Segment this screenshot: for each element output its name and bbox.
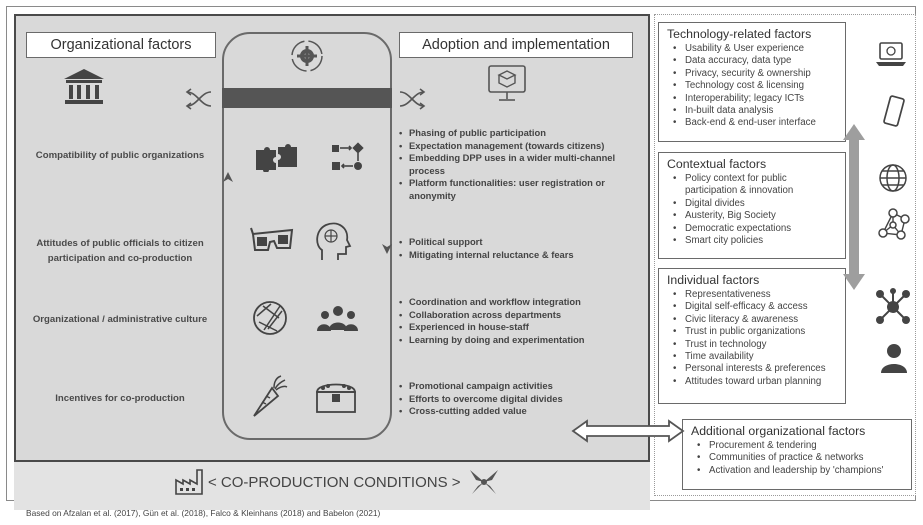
contextual-item: Smart city policies	[673, 235, 845, 248]
technology-item: Data accuracy, data type	[673, 55, 845, 68]
individual-item: Civic literacy & awareness	[673, 314, 845, 327]
bullet-item: Phasing of public participation	[399, 127, 646, 140]
shuffle-right-icon	[399, 88, 426, 110]
adoption-group-incentives: Promotional campaign activities Efforts …	[396, 380, 646, 418]
contextual-item: Austerity, Big Society	[673, 210, 845, 223]
globe-icon	[879, 164, 907, 192]
bullet-item: Collaboration across departments	[399, 309, 646, 322]
connector-bar	[222, 88, 392, 108]
people-group-icon	[317, 306, 358, 331]
technology-item: Back-end & end-user interface	[673, 117, 845, 130]
central-capsule	[222, 32, 392, 440]
label-compatibility: Compatibility of public organizations	[35, 150, 205, 161]
bullet-item: Political support	[399, 236, 646, 249]
laptop-icon	[876, 42, 906, 66]
adoption-group-attitudes: Political support Mitigating internal re…	[396, 236, 646, 261]
bullet-item: Embedding DPP uses in a wider multi-chan…	[399, 152, 646, 177]
3d-glasses-icon	[250, 227, 294, 251]
additional-item: Procurement & tendering	[697, 440, 911, 453]
individual-item: Digital self-efficacy & access	[673, 301, 845, 314]
organizational-header: Organizational factors	[26, 32, 216, 58]
individual-item: Representativeness	[673, 289, 845, 302]
bullet-item: Learning by doing and experimentation	[399, 334, 646, 347]
bullet-item: Expectation management (towards citizens…	[399, 140, 646, 153]
additional-item: Activation and leadership by 'champions'	[697, 465, 911, 478]
hands-together-icon	[470, 470, 498, 494]
label-attitudes: Attitudes of public officials to citizen…	[36, 238, 204, 265]
technology-item: Technology cost & licensing	[673, 80, 845, 93]
additional-title: Additional organizational factors	[691, 424, 866, 438]
technology-item: Privacy, security & ownership	[673, 68, 845, 81]
individual-title: Individual factors	[667, 273, 760, 287]
monitor-cube-icon	[488, 65, 526, 101]
technology-title: Technology-related factors	[667, 27, 812, 41]
adoption-group-culture: Coordination and workflow integration Co…	[396, 296, 646, 346]
individual-item: Personal interests & preferences	[673, 363, 845, 376]
network-nodes-icon	[878, 208, 910, 240]
smartphone-icon	[883, 95, 905, 127]
technology-item: Usability & User experience	[673, 43, 845, 56]
individual-item: Trust in public organizations	[673, 326, 845, 339]
coproduction-conditions-label: < CO-PRODUCTION CONDITIONS >	[208, 474, 461, 491]
hub-network-icon	[876, 288, 910, 324]
workflow-icon	[332, 142, 364, 170]
camera-aperture-icon	[253, 301, 287, 335]
bullet-item: Mitigating internal reluctance & fears	[399, 249, 646, 262]
bullet-item: Platform functionalities: user registrat…	[399, 177, 646, 202]
technology-item: In-built data analysis	[673, 105, 845, 118]
treasure-chest-icon	[316, 383, 356, 413]
footer-band	[14, 462, 650, 510]
additional-factors-box: Additional organizational factors Procur…	[682, 419, 912, 490]
institution-building-icon	[64, 69, 104, 104]
shuffle-left-icon	[185, 88, 212, 110]
bullet-item: Coordination and workflow integration	[399, 296, 646, 309]
horizontal-double-arrow-icon	[571, 419, 685, 443]
factory-icon	[175, 469, 203, 495]
individual-item: Time availability	[673, 351, 845, 364]
bullet-item: Experienced in house-staff	[399, 321, 646, 334]
carrot-icon	[253, 375, 288, 417]
up-arrowhead-icon	[223, 172, 233, 182]
contextual-factors-box: Contextual factors Policy context for pu…	[658, 152, 846, 259]
technology-item: Interoperability; legacy ICTs	[673, 93, 845, 106]
source-credit: Based on Afzalan et al. (2017), Gün et a…	[26, 508, 381, 518]
individual-item: Trust in technology	[673, 339, 845, 352]
head-brain-icon	[316, 222, 352, 260]
technology-factors-box: Technology-related factors Usability & U…	[658, 22, 846, 142]
contextual-item: Democratic expectations	[673, 223, 845, 236]
label-incentives: Incentives for co-production	[55, 393, 185, 404]
adoption-group-compatibility: Phasing of public participation Expectat…	[396, 127, 646, 203]
puzzle-pieces-icon	[256, 144, 297, 172]
contextual-title: Contextual factors	[667, 157, 767, 171]
bullet-item: Promotional campaign activities	[399, 380, 646, 393]
bullet-item: Efforts to overcome digital divides	[399, 393, 646, 406]
down-arrowhead-icon	[382, 244, 392, 254]
label-culture: Organizational / administrative culture	[32, 314, 208, 325]
individual-item: Attitudes toward urban planning	[673, 376, 845, 389]
user-person-icon	[881, 344, 907, 373]
individual-factors-box: Individual factors Representativeness Di…	[658, 268, 846, 404]
additional-item: Communities of practice & networks	[697, 452, 911, 465]
contextual-item: Policy context for public participation …	[673, 173, 825, 198]
vertical-double-arrow-icon	[843, 124, 865, 290]
bullet-item: Cross-cutting added value	[399, 405, 646, 418]
gear-cycle-icon	[291, 40, 323, 72]
adoption-header: Adoption and implementation	[399, 32, 633, 58]
contextual-item: Digital divides	[673, 198, 845, 211]
